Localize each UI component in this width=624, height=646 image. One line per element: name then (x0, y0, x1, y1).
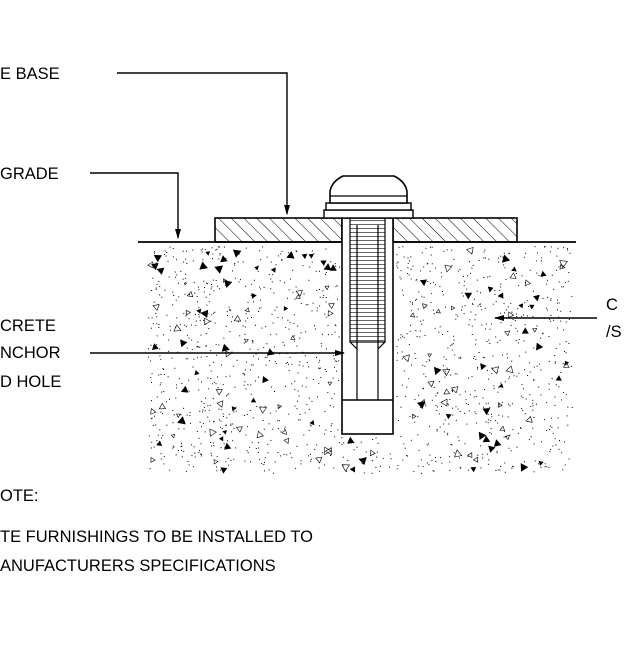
anchor-sleeve (349, 217, 386, 343)
base-leader (117, 72, 290, 215)
base-plate-right (392, 217, 518, 243)
grade-leader-line (90, 172, 181, 239)
base-label: E BASE (0, 65, 60, 83)
note-line1: TE FURNISHINGS TO BE INSTALLED TO (0, 528, 313, 546)
right-label-line2: /S (606, 323, 622, 341)
concrete-stipple (147, 246, 573, 474)
washer-upper (325, 202, 412, 211)
concrete-label-line3: D HOLE (0, 373, 61, 391)
concrete-label-line1: CRETE (0, 317, 56, 335)
note-heading: OTE: (0, 487, 39, 505)
sleeve-taper-right (377, 341, 386, 350)
base-plate-left (214, 217, 343, 243)
right-label-line1: C (606, 296, 618, 314)
sleeve-taper-left (349, 341, 358, 350)
base-leader-line (117, 72, 290, 215)
dome-bolt-head (329, 175, 408, 204)
washer-lower (323, 209, 414, 219)
grade-leader (90, 172, 181, 239)
concrete-label-line2: NCHOR (0, 344, 61, 362)
grade-label: GRADE (0, 165, 59, 183)
note-line2: ANUFACTURERS SPECIFICATIONS (0, 557, 276, 575)
